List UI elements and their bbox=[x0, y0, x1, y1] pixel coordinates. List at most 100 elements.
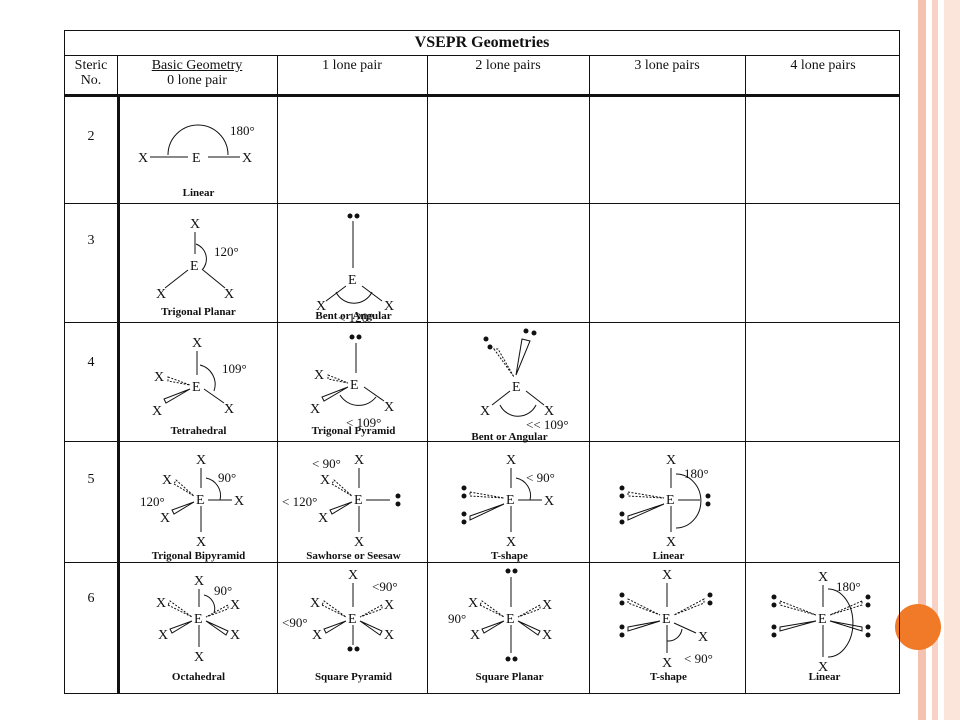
svg-text:E: E bbox=[818, 612, 827, 627]
geometry-cell: X E X X X X <90° <90° Square Pyramid bbox=[280, 565, 427, 695]
svg-text:E: E bbox=[190, 259, 199, 274]
geometry-name: Bent or Angular bbox=[315, 310, 392, 322]
svg-text:X: X bbox=[230, 628, 240, 643]
svg-text:X: X bbox=[470, 628, 480, 643]
svg-text:E: E bbox=[348, 273, 357, 288]
grid-line bbox=[65, 562, 899, 563]
svg-text:X: X bbox=[154, 370, 164, 385]
header-1-lone-pair: 1 lone pair bbox=[322, 58, 382, 73]
header-2-lone-pairs: 2 lone pairs bbox=[475, 58, 541, 73]
svg-text:X: X bbox=[312, 628, 322, 643]
header-steric-line2: No. bbox=[80, 73, 102, 88]
steric-number: 3 bbox=[87, 233, 95, 248]
linear-5-diagram: X E X 180° bbox=[619, 453, 711, 550]
svg-text:X: X bbox=[318, 511, 328, 526]
slide-frame-band bbox=[944, 0, 960, 720]
svg-text:E: E bbox=[666, 493, 675, 508]
svg-text:120°: 120° bbox=[140, 494, 165, 509]
octahedral-diagram: X E X X X X X 90° bbox=[156, 574, 240, 665]
svg-text:180°: 180° bbox=[836, 579, 861, 594]
svg-text:X: X bbox=[314, 368, 324, 383]
svg-text:X: X bbox=[156, 287, 166, 302]
svg-text:X: X bbox=[192, 336, 202, 351]
header-steric-line1: Steric bbox=[74, 58, 108, 73]
svg-text:< 120°: < 120° bbox=[282, 494, 317, 509]
svg-text:X: X bbox=[190, 217, 200, 232]
geometry-name: Linear bbox=[808, 671, 841, 683]
geometry-cell: X E X X X X 90° 120° Trigonal Bipyramid bbox=[120, 444, 277, 562]
grid-line bbox=[745, 55, 746, 693]
svg-text:180°: 180° bbox=[684, 466, 709, 481]
svg-text:X: X bbox=[156, 596, 166, 611]
svg-text:X: X bbox=[542, 598, 552, 613]
geometry-cell: X E X X X < 90° < 120° Sawhorse or Seesa… bbox=[280, 444, 427, 562]
svg-text:X: X bbox=[138, 151, 148, 166]
header-basic-line2: 0 lone pair bbox=[167, 73, 227, 88]
geometry-name: Bent or Angular bbox=[471, 431, 548, 443]
svg-text:X: X bbox=[152, 404, 162, 419]
svg-text:X: X bbox=[384, 628, 394, 643]
svg-text:X: X bbox=[384, 598, 394, 613]
svg-text:X: X bbox=[666, 535, 676, 550]
grid-line bbox=[277, 55, 278, 693]
svg-text:120°: 120° bbox=[214, 244, 239, 259]
geometry-name: Sawhorse or Seesaw bbox=[306, 550, 401, 562]
svg-text:90°: 90° bbox=[448, 611, 466, 626]
svg-text:X: X bbox=[468, 596, 478, 611]
svg-text:< 90°: < 90° bbox=[684, 651, 713, 666]
svg-text:E: E bbox=[512, 380, 521, 395]
slide-frame-band bbox=[918, 0, 926, 720]
svg-text:X: X bbox=[354, 535, 364, 550]
svg-text:< 90°: < 90° bbox=[526, 470, 555, 485]
svg-text:X: X bbox=[506, 535, 516, 550]
grid-line bbox=[65, 322, 899, 323]
svg-text:X: X bbox=[194, 650, 204, 665]
geometry-cell: E X X X X 90° Square Planar bbox=[430, 565, 589, 695]
svg-text:X: X bbox=[194, 574, 204, 589]
steric-number: 5 bbox=[87, 472, 95, 487]
svg-text:X: X bbox=[542, 628, 552, 643]
svg-text:X: X bbox=[698, 630, 708, 645]
steric-number: 2 bbox=[87, 129, 95, 144]
header-basic-geometry: Basic Geometry 0 lone pair bbox=[117, 55, 277, 95]
table-title: VSEPR Geometries bbox=[65, 31, 899, 56]
seesaw-diagram: X E X X X < 90° < 120° bbox=[282, 453, 401, 550]
svg-text:X: X bbox=[384, 299, 394, 314]
square-pyramid-diagram: X E X X X X <90° <90° bbox=[282, 568, 398, 652]
geometry-cell: X E X X X X X 90° Octahedral bbox=[120, 565, 277, 695]
geometry-name: Octahedral bbox=[171, 671, 226, 683]
svg-text:E: E bbox=[506, 612, 515, 627]
svg-text:X: X bbox=[310, 596, 320, 611]
geometry-name: Linear bbox=[182, 187, 215, 199]
svg-text:X: X bbox=[354, 453, 364, 468]
svg-text:X: X bbox=[310, 402, 320, 417]
svg-text:X: X bbox=[348, 568, 358, 583]
steric-number: 4 bbox=[87, 355, 95, 370]
svg-text:X: X bbox=[196, 453, 206, 468]
square-planar-diagram: E X X X X 90° bbox=[448, 568, 552, 662]
svg-text:X: X bbox=[662, 568, 672, 583]
angle-label: 180° bbox=[230, 123, 255, 138]
svg-text:X: X bbox=[384, 400, 394, 415]
svg-text:E: E bbox=[354, 493, 363, 508]
svg-text:X: X bbox=[818, 570, 828, 585]
header-steric: Steric No. bbox=[65, 55, 117, 95]
geometry-cell: X E X X X 109° Tetrahedral bbox=[120, 325, 277, 441]
svg-text:X: X bbox=[480, 404, 490, 419]
svg-text:<< 109°: << 109° bbox=[526, 417, 569, 432]
vsepr-table: VSEPR Geometries Steric No. Basic Geomet… bbox=[64, 30, 900, 694]
svg-text:X: X bbox=[662, 656, 672, 671]
geometry-name: T-shape bbox=[650, 671, 687, 683]
trigonal-bipyramid-diagram: X E X X X X 90° 120° bbox=[140, 453, 244, 550]
svg-text:< 90°: < 90° bbox=[312, 456, 341, 471]
svg-text:E: E bbox=[662, 612, 671, 627]
svg-text:E: E bbox=[348, 612, 357, 627]
svg-text:E: E bbox=[196, 493, 205, 508]
svg-text:X: X bbox=[158, 628, 168, 643]
geometry-cell: X E X 180° Linear bbox=[748, 565, 901, 695]
